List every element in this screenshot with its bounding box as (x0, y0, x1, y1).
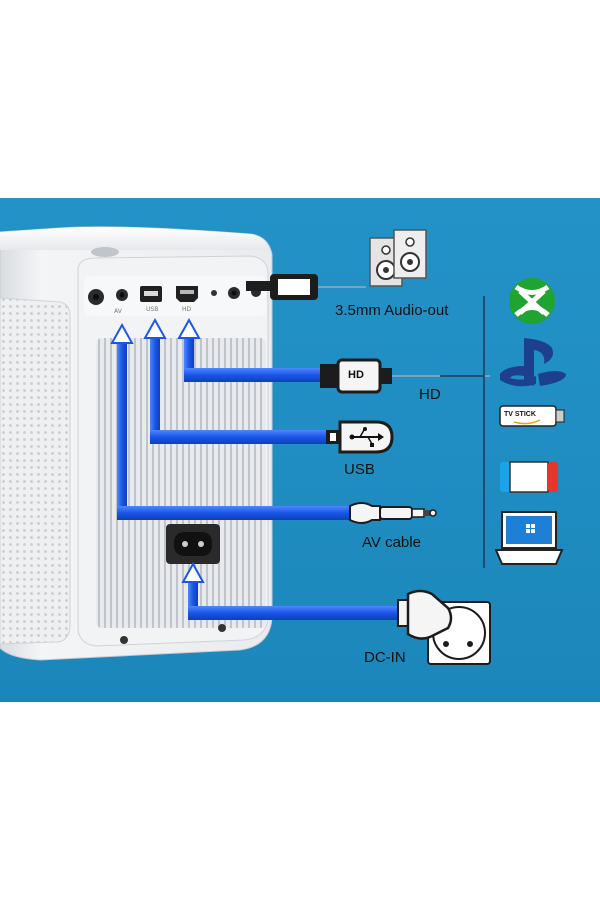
av-cable (110, 322, 353, 520)
handheld-console-icon (500, 461, 558, 493)
ir-sensor (211, 290, 217, 296)
tv-stick-icon (499, 405, 565, 427)
laptop-icon (494, 511, 564, 565)
av-port (88, 289, 128, 305)
xbox-icon (509, 278, 555, 324)
projector (0, 226, 273, 661)
tv-stick-label: TV STICK (504, 411, 536, 418)
hd-label: HD (419, 386, 441, 403)
dc-cable (181, 561, 400, 620)
speakers-icon (369, 229, 427, 287)
connectivity-diagram (0, 226, 566, 665)
playstation-icon (500, 338, 566, 387)
dc-in-label: DC-IN (364, 649, 406, 666)
hd-port (176, 286, 198, 302)
usb-port (140, 286, 162, 302)
top-sensor (91, 247, 119, 257)
vent-slats (96, 338, 266, 628)
av-jack (349, 502, 437, 524)
connectivity-panel: AV USB HD HD TV STICK 3.5mm Audio-out HD… (0, 198, 600, 702)
av-cable-label: AV cable (362, 534, 421, 551)
power-inlet (166, 524, 220, 564)
audio-out-label: 3.5mm Audio-out (335, 302, 449, 319)
audio-port (228, 287, 240, 299)
usb-cable (143, 317, 332, 444)
port-label-av: AV (114, 308, 122, 315)
hd-plug-label: HD (348, 369, 364, 381)
usb-icon (349, 427, 384, 447)
hd-cable (177, 317, 320, 382)
port-label-hd: HD (182, 306, 192, 313)
dc-plug (397, 589, 453, 640)
audio-plug (246, 274, 366, 300)
usb-label: USB (344, 461, 375, 478)
port-label-usb: USB (146, 306, 159, 313)
